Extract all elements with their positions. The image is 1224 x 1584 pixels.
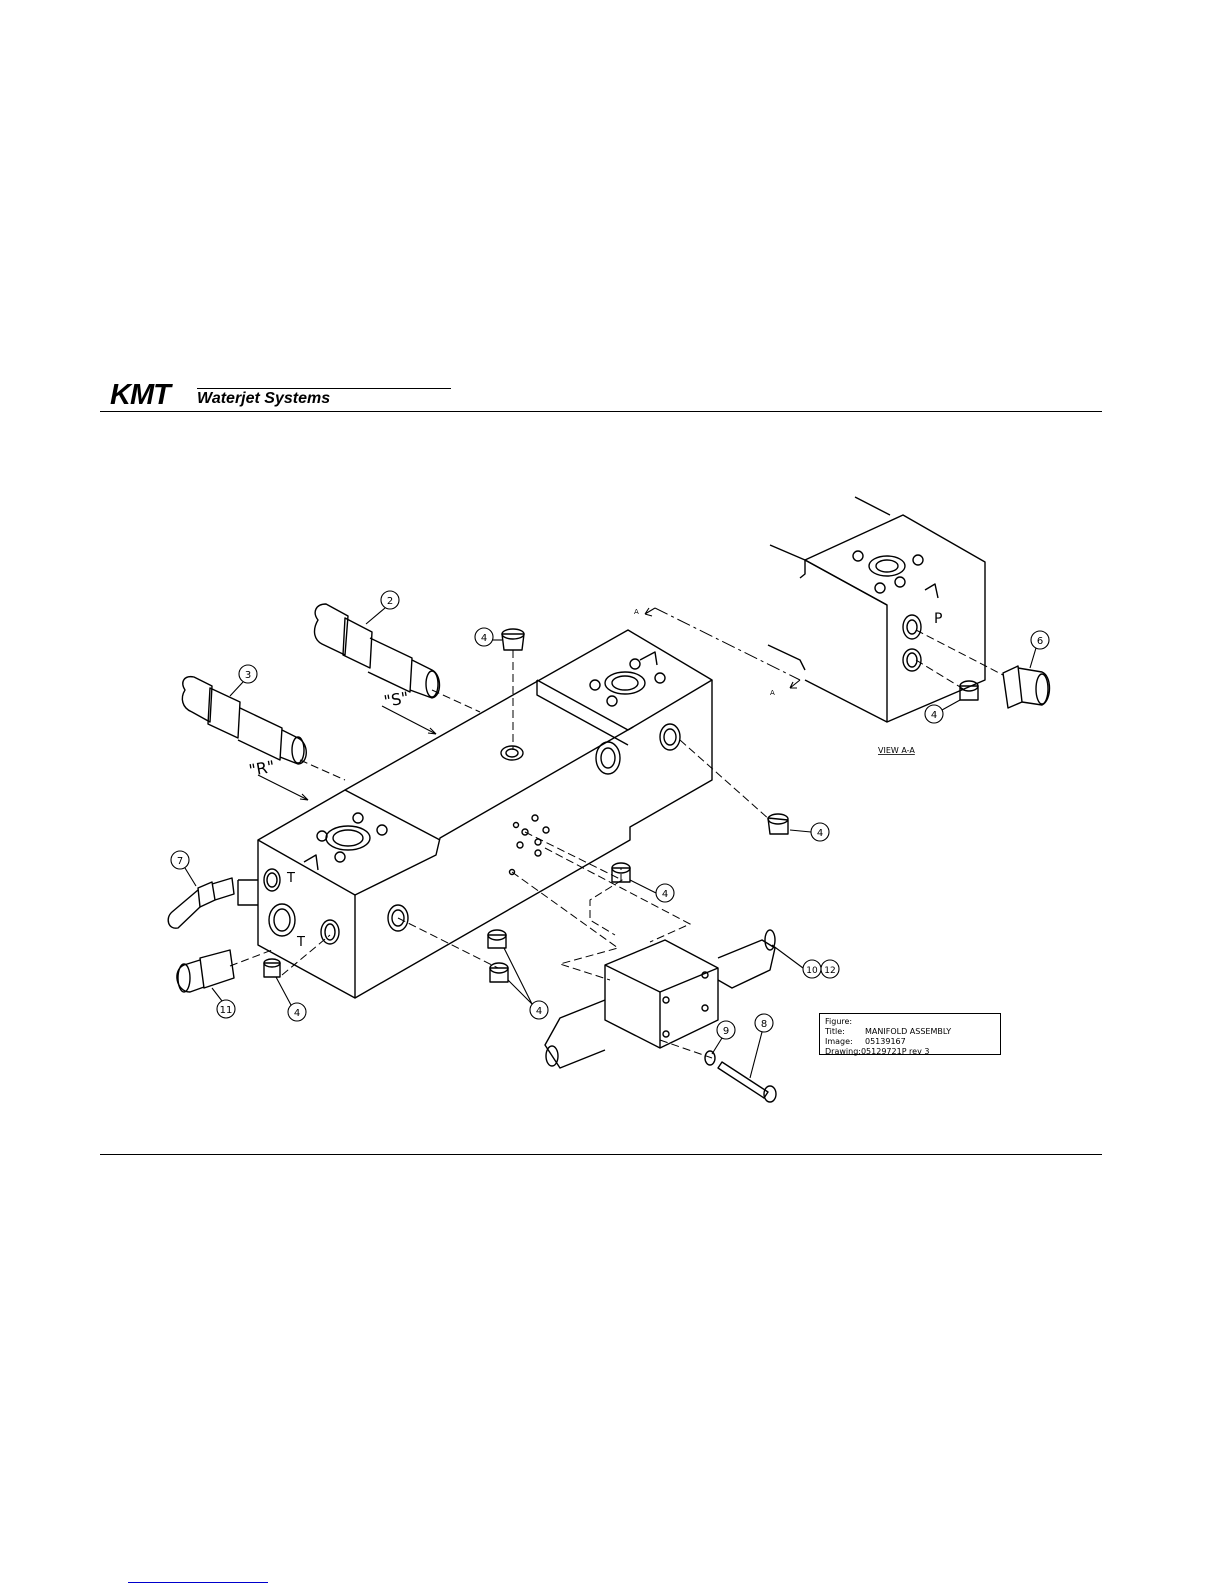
title-value: MANIFOLD ASSEMBLY bbox=[865, 1027, 951, 1036]
balloon-3: 3 bbox=[245, 670, 251, 681]
balloon-4b: 4 bbox=[817, 828, 823, 839]
view-aa-block bbox=[768, 497, 985, 722]
port-label-t2: T bbox=[296, 935, 305, 950]
title-block: Figure: Title:MANIFOLD ASSEMBLY Image:05… bbox=[819, 1013, 1001, 1055]
footer-rule bbox=[100, 1154, 1102, 1155]
balloon-4d: 4 bbox=[536, 1006, 542, 1017]
balloon-12: 12 bbox=[824, 966, 835, 976]
balloon-4c: 4 bbox=[662, 889, 668, 900]
drawing-label: Drawing: bbox=[825, 1047, 861, 1056]
balloon-10: 10 bbox=[806, 966, 818, 976]
balloon-8: 8 bbox=[761, 1019, 767, 1030]
image-value: 05139167 bbox=[865, 1037, 906, 1046]
balloon-4f: 4 bbox=[931, 710, 937, 721]
title-block-figure: Figure: bbox=[825, 1017, 1000, 1027]
footer-link-underline[interactable] bbox=[128, 1582, 268, 1583]
drawing-value: 05129721P rev 3 bbox=[861, 1047, 930, 1056]
balloon-11: 11 bbox=[220, 1005, 233, 1016]
balloon-9: 9 bbox=[723, 1026, 729, 1037]
balloon-7: 7 bbox=[177, 856, 183, 867]
balloon-4e: 4 bbox=[294, 1008, 300, 1019]
section-label-a1: A bbox=[634, 608, 639, 616]
title-label: Title: bbox=[825, 1027, 865, 1037]
fitting-11 bbox=[177, 950, 234, 992]
fitting-7 bbox=[168, 878, 234, 928]
port-label-t1: T bbox=[286, 871, 295, 886]
port-label-s: "S" bbox=[382, 688, 410, 711]
image-label: Image: bbox=[825, 1037, 865, 1047]
title-block-title-row: Title:MANIFOLD ASSEMBLY bbox=[825, 1027, 1000, 1037]
valve-2 bbox=[315, 604, 440, 698]
balloon-2: 2 bbox=[387, 596, 393, 607]
port-label-r: "R" bbox=[247, 757, 276, 780]
title-block-image-row: Image:05139167 bbox=[825, 1037, 1000, 1047]
title-block-drawing-row: Drawing:05129721P rev 3 bbox=[825, 1047, 1000, 1057]
screw-8-washer-9 bbox=[705, 1051, 776, 1102]
actuator-valve bbox=[545, 930, 775, 1068]
valve-3 bbox=[182, 677, 306, 764]
port-label-p: P bbox=[934, 611, 942, 627]
manifold-block bbox=[238, 630, 712, 998]
section-label-a2: A bbox=[770, 689, 775, 697]
plugs bbox=[264, 629, 978, 982]
balloon-4a: 4 bbox=[481, 633, 487, 644]
balloon-6: 6 bbox=[1037, 636, 1043, 647]
fitting-6 bbox=[1003, 666, 1050, 708]
view-label: VIEW A-A bbox=[878, 746, 915, 755]
